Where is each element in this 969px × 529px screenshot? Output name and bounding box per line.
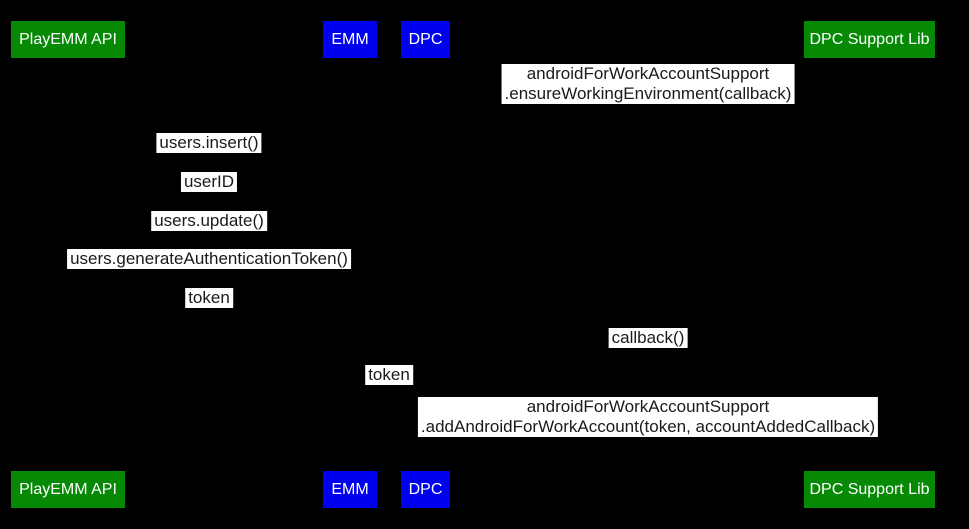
actor-emm-top: EMM: [323, 21, 377, 58]
message-text-line: androidForWorkAccountSupport: [526, 397, 770, 416]
message-user-id: userID: [180, 172, 238, 192]
message-add-android-for-work-account: androidForWorkAccountSupport .addAndroid…: [417, 397, 879, 437]
actor-emm-bottom: EMM: [323, 471, 377, 508]
message-callback: callback(): [608, 328, 688, 348]
actor-dpc-support-lib-top: DPC Support Lib: [804, 21, 935, 58]
message-text-line: androidForWorkAccountSupport: [526, 64, 770, 83]
message-text-line: .ensureWorkingEnvironment(callback): [504, 84, 792, 103]
message-token-forward: token: [365, 365, 413, 385]
actor-playemm-api-bottom: PlayEMM API: [11, 471, 125, 508]
message-users-update: users.update(): [151, 211, 267, 231]
message-token-return: token: [185, 288, 233, 308]
actor-playemm-api-top: PlayEMM API: [11, 21, 125, 58]
message-text-line: userID: [183, 172, 235, 191]
message-generate-authentication-token: users.generateAuthenticationToken(): [67, 249, 351, 269]
message-text-line: token: [368, 365, 410, 384]
message-text-line: token: [188, 288, 230, 307]
actor-dpc-support-lib-bottom: DPC Support Lib: [804, 471, 935, 508]
message-text-line: users.insert(): [159, 133, 259, 152]
message-text-line: callback(): [611, 328, 685, 347]
message-text-line: users.update(): [154, 211, 264, 230]
message-ensure-working-environment: androidForWorkAccountSupport .ensureWork…: [501, 64, 795, 104]
actor-dpc-top: DPC: [401, 21, 450, 58]
message-text-line: .addAndroidForWorkAccount(token, account…: [420, 417, 876, 436]
message-users-insert: users.insert(): [156, 133, 262, 153]
message-text-line: users.generateAuthenticationToken(): [70, 249, 348, 268]
actor-dpc-bottom: DPC: [401, 471, 450, 508]
